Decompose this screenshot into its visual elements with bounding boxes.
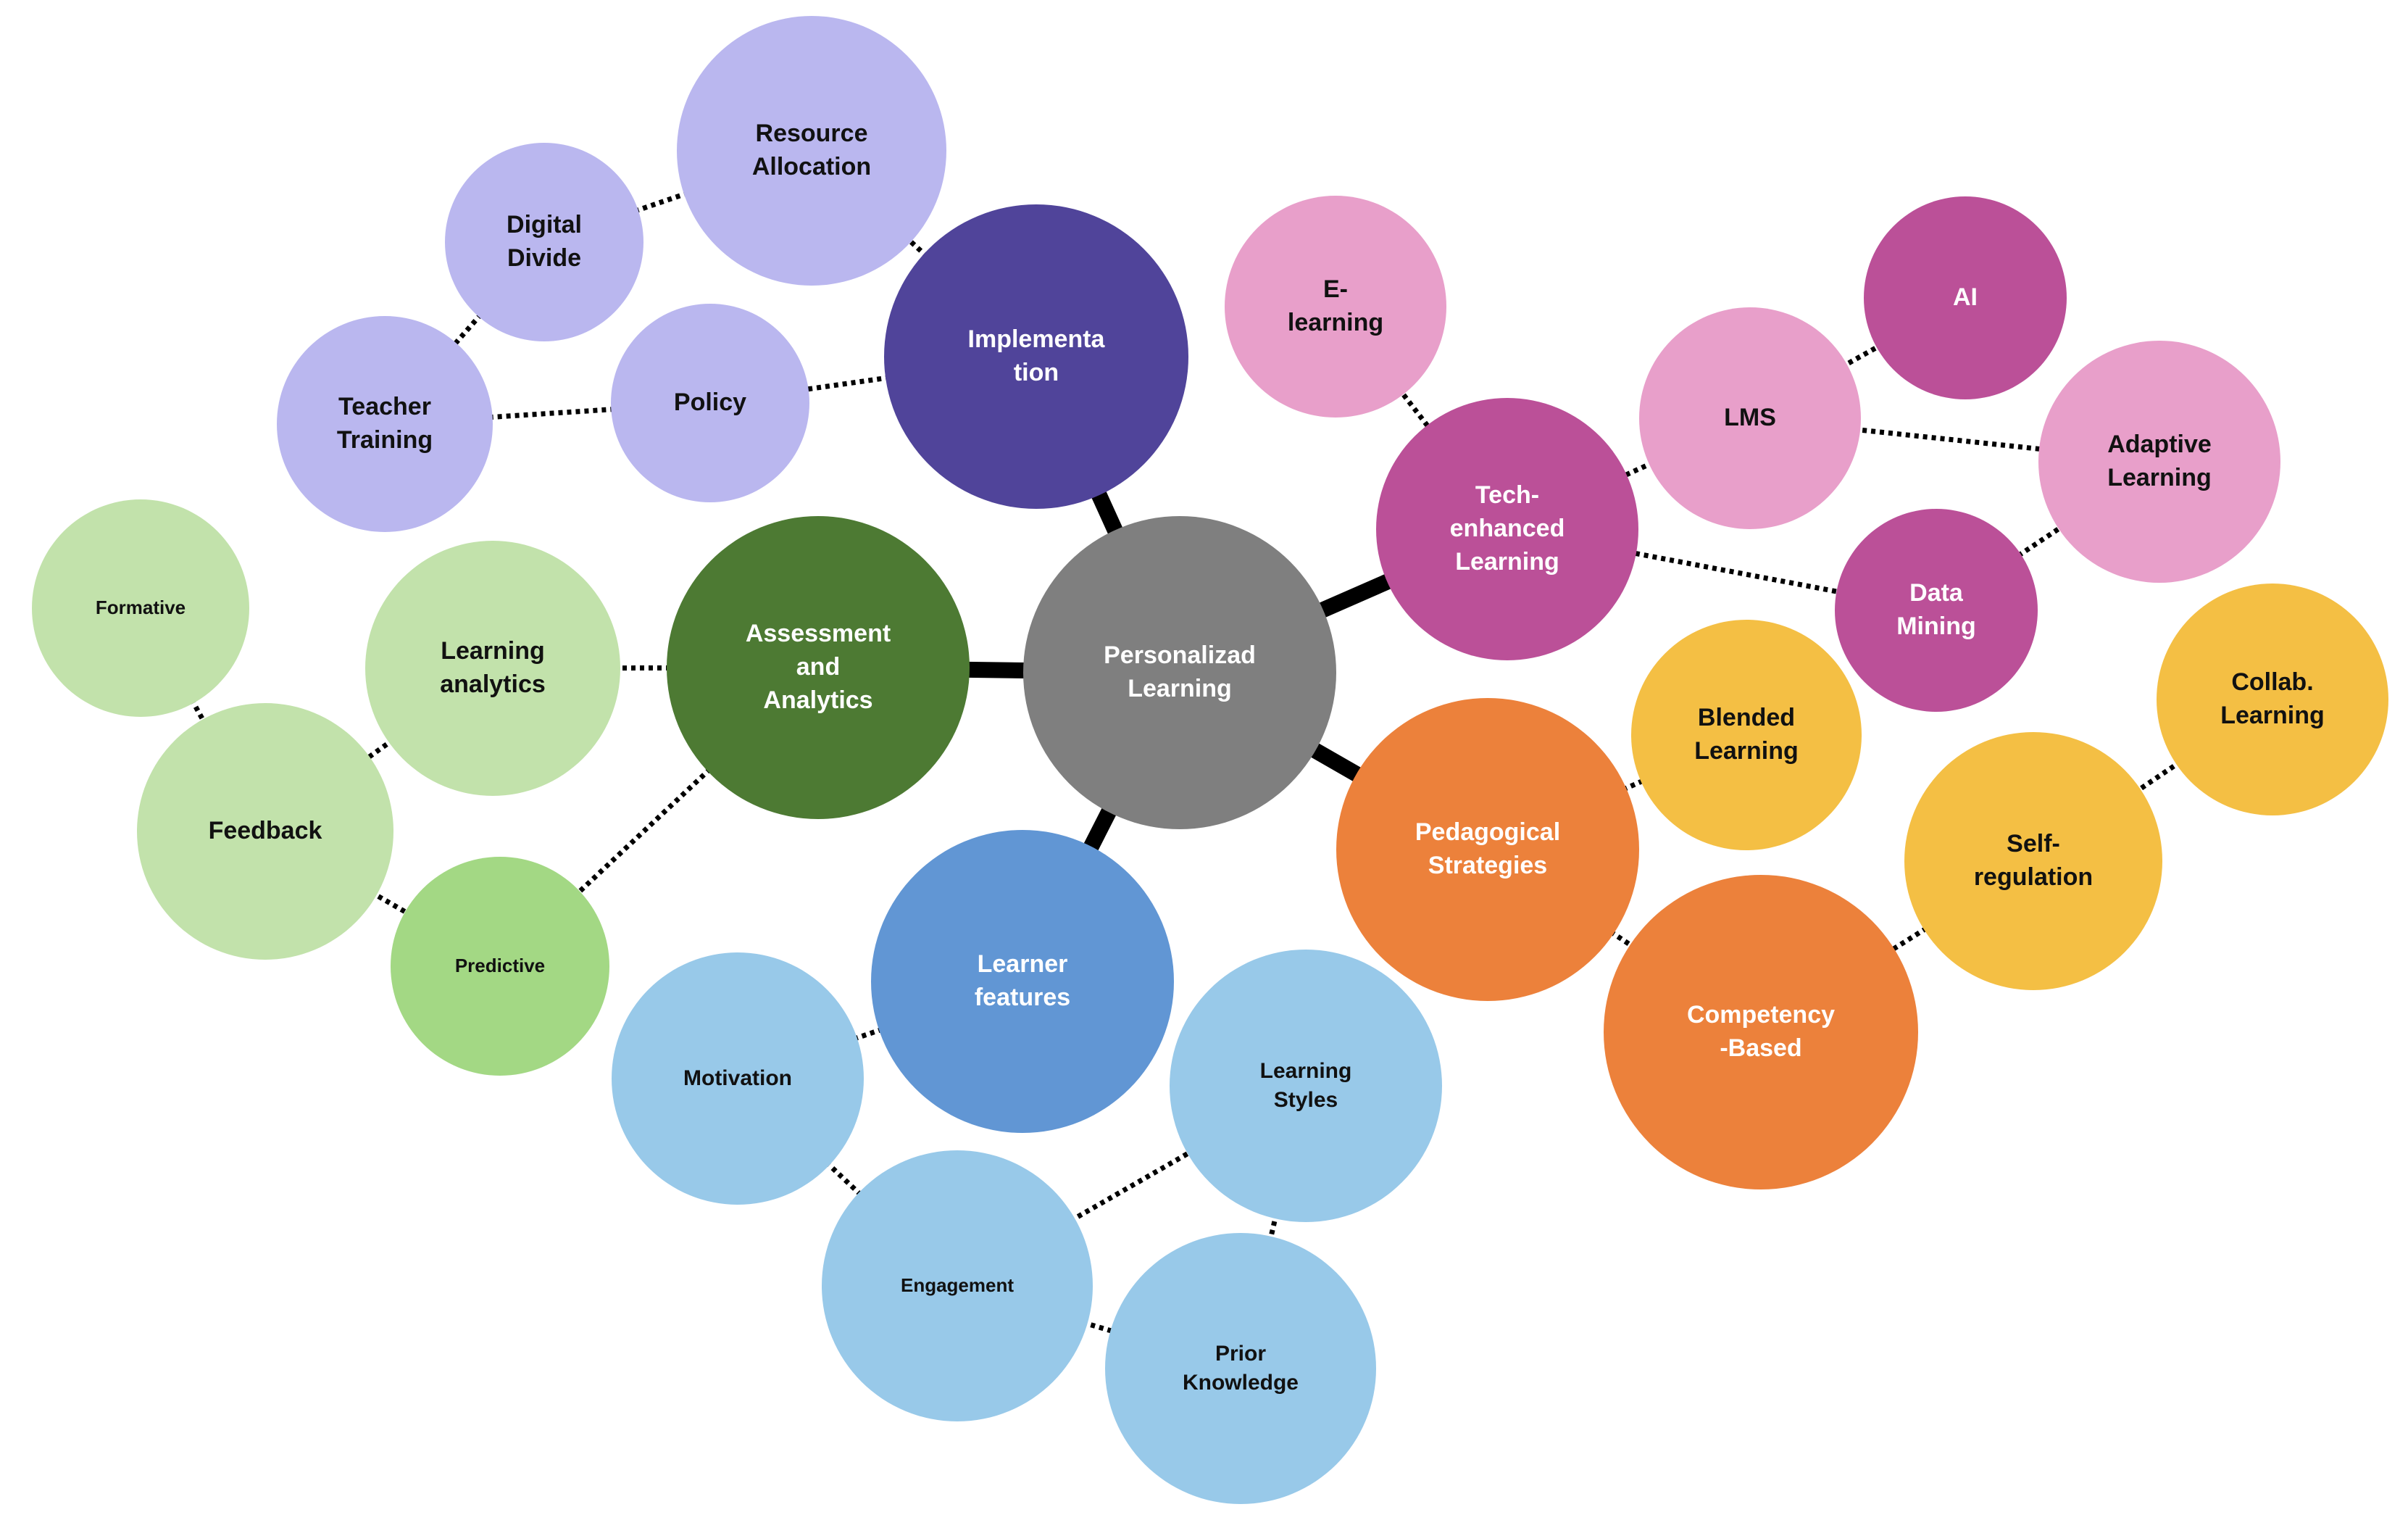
node-label: E- learning: [1287, 275, 1384, 336]
node-assessment-analytics: Assessment and Analytics: [667, 516, 970, 819]
node-motivation: Motivation: [612, 952, 864, 1205]
node-blended-learning: Blended Learning: [1631, 620, 1862, 850]
node-resource-allocation: Resource Allocation: [677, 16, 946, 286]
node-label: LMS: [1724, 404, 1776, 432]
node-learning-analytics: Learning analytics: [365, 541, 620, 796]
node-data-mining: Data Mining: [1835, 509, 2038, 712]
node-label: Resource Allocation: [751, 120, 872, 180]
node-tech-enhanced-learning: Tech- enhanced Learning: [1376, 398, 1638, 660]
connector-engagement-styles: [956, 1083, 1307, 1289]
node-label: Tech- enhanced Learning: [1449, 481, 1565, 576]
node-label: Policy: [673, 389, 747, 417]
node-label: Feedback: [208, 817, 322, 845]
node-teacher-training: Teacher Training: [277, 316, 493, 532]
node-collab-learning: Collab. Learning: [2157, 584, 2388, 815]
node-label: Adaptive Learning: [2107, 431, 2212, 491]
node-competency-based: Competency -Based: [1604, 875, 1918, 1189]
node-prior-knowledge: Prior Knowledge: [1105, 1233, 1376, 1504]
node-label: Engagement: [900, 1274, 1015, 1297]
node-label: Blended Learning: [1694, 704, 1799, 765]
node-ai: AI: [1864, 196, 2067, 399]
connector-motivation-engagement: [736, 1076, 959, 1288]
node-label: Self- regulation: [1973, 830, 2094, 891]
node-feedback: Feedback: [137, 703, 393, 960]
node-self-regulation: Self- regulation: [1904, 732, 2162, 990]
node-e-learning: E- learning: [1225, 196, 1446, 418]
node-label: Learning analytics: [440, 637, 546, 698]
node-adaptive-learning: Adaptive Learning: [2038, 341, 2280, 583]
node-lms: LMS: [1639, 307, 1861, 529]
node-label: Collab. Learning: [2220, 668, 2325, 729]
node-label: Formative: [95, 597, 186, 619]
node-label: Predictive: [454, 955, 546, 977]
node-learning-styles: Learning Styles: [1170, 950, 1442, 1222]
node-label: AI: [1953, 283, 1978, 312]
node-label: Personalizad Learning: [1104, 641, 1256, 702]
node-pedagogical-strategies: Pedagogical Strategies: [1336, 698, 1639, 1001]
node-digital-divide: Digital Divide: [445, 143, 643, 341]
node-policy: Policy: [611, 304, 809, 502]
node-learner-features: Learner features: [871, 830, 1174, 1133]
node-predictive: Predictive: [391, 857, 609, 1076]
node-label: Data Mining: [1896, 579, 1976, 640]
node-label: Digital Divide: [507, 211, 582, 272]
node-label: Pedagogical Strategies: [1415, 818, 1561, 879]
node-formative: Formative: [32, 499, 249, 717]
node-label: Teacher Training: [336, 393, 433, 454]
node-label: Assessment and Analytics: [745, 620, 891, 714]
node-label: Competency -Based: [1686, 1001, 1836, 1062]
node-personalized-learning: Personalizad Learning: [1023, 516, 1336, 829]
node-label: Learning Styles: [1259, 1058, 1352, 1113]
connector-lms-ai: [1749, 295, 1967, 421]
node-implementation: Implementa tion: [884, 204, 1188, 509]
node-label: Prior Knowledge: [1182, 1341, 1299, 1395]
node-label: Motivation: [683, 1066, 792, 1090]
node-engagement: Engagement: [822, 1150, 1093, 1421]
node-label: Implementa tion: [967, 325, 1105, 386]
node-label: Learner features: [974, 950, 1071, 1011]
